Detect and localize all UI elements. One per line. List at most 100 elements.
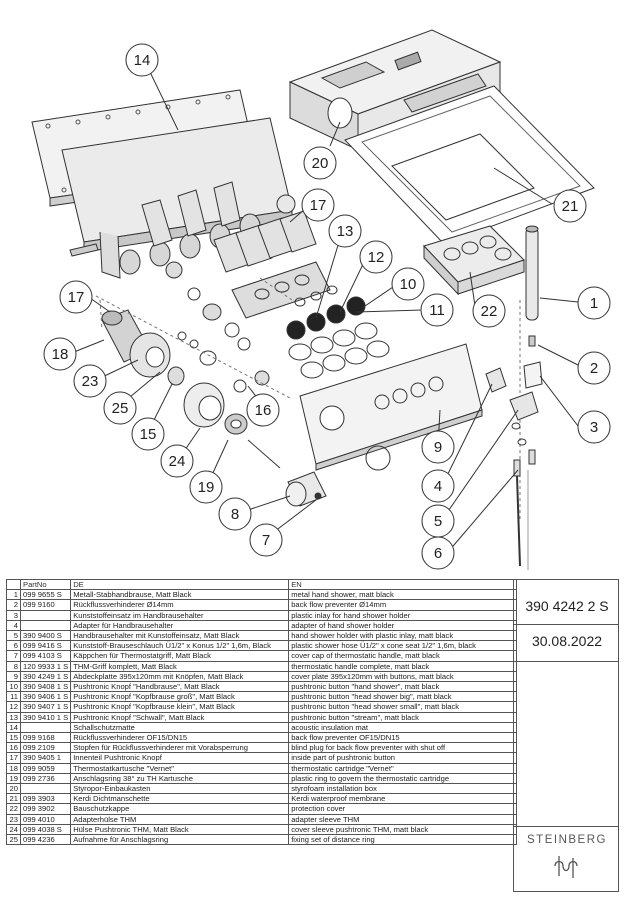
cell-en: hand shower holder with plastic inlay, m… <box>288 630 518 642</box>
cell-pos: 12 <box>6 701 21 713</box>
cell-de: Bauschutzkappe <box>70 803 290 815</box>
cell-de: Schallschutzmatte <box>70 721 290 734</box>
callout-21: 21 <box>553 189 587 223</box>
cell-partno: 390 4249 1 S <box>19 670 72 683</box>
part-21-kerdi-membrane <box>344 85 595 245</box>
cell-pos: 3 <box>6 609 21 621</box>
brand-logo-icon <box>554 856 578 878</box>
cell-pos: 14 <box>6 721 21 734</box>
cell-en: fixing set of distance ring <box>288 834 518 846</box>
cell-partno: 099 2109 <box>19 742 72 754</box>
callout-9: 9 <box>421 430 455 464</box>
callout-16: 16 <box>246 393 280 427</box>
cell-de: Abdeckplatte 395x120mm mit Knöpfen, Matt… <box>70 670 290 683</box>
svg-text:4: 4 <box>434 478 442 495</box>
cell-partno: 099 9160 <box>19 599 72 611</box>
brand-name: STEINBERG <box>527 834 607 846</box>
cell-partno: 390 9407 1 S <box>19 701 72 713</box>
cell-pos: 5 <box>6 630 21 642</box>
callout-25: 25 <box>103 391 137 425</box>
callout-19: 19 <box>189 470 223 504</box>
cell-partno: 099 3903 <box>19 793 72 805</box>
callout-14: 14 <box>125 43 159 77</box>
cell-de: Aufnahme für Anschlagsring <box>70 834 290 846</box>
cell-de: Rückflussverhinderer Ø14mm <box>70 599 290 611</box>
cell-pos: 11 <box>6 691 21 703</box>
cell-en: thermostatic cartridge "Vernet" <box>288 762 518 774</box>
cell-partno: 099 9059 <box>19 762 72 774</box>
cell-pos: 6 <box>6 640 21 652</box>
cell-partno <box>19 783 72 795</box>
cell-pos: 18 <box>6 762 21 774</box>
cell-de: Thermostatkartusche "Vernet" <box>70 762 290 774</box>
cell-partno: 390 9405 1 <box>19 752 72 764</box>
svg-text:10: 10 <box>400 276 417 293</box>
svg-text:3: 3 <box>590 419 598 436</box>
part-17-inside-parts <box>213 210 331 319</box>
cell-en: protection cover <box>288 803 518 815</box>
cell-en: pushtronic button "head shower small", m… <box>288 701 518 713</box>
cell-en: back flow preventer Ø14mm <box>288 599 518 611</box>
svg-text:13: 13 <box>337 223 354 240</box>
header-pos <box>6 578 21 591</box>
cell-en: styrofoam installation box <box>288 783 518 795</box>
cell-de: Innenteil Pushtronic Knopf <box>70 752 290 764</box>
cell-en: thermostatic handle complete, matt black <box>288 660 518 672</box>
cell-en: adapter of hand shower holder <box>288 619 518 632</box>
callout-1: 1 <box>577 286 611 320</box>
cell-en: cover plate 395x120mm with buttons, matt… <box>288 670 518 683</box>
cell-pos: 22 <box>6 803 21 815</box>
cell-partno: 120 9933 1 S <box>19 660 72 672</box>
svg-text:2: 2 <box>590 360 598 377</box>
callout-12: 12 <box>359 240 393 274</box>
cell-pos: 21 <box>6 793 21 805</box>
cell-en: pushtronic button "stream", matt black <box>288 711 518 723</box>
cell-partno: 390 9400 S <box>19 630 72 642</box>
thermostatic-group <box>101 309 327 507</box>
callout-20: 20 <box>303 146 337 180</box>
cell-de: THM-Griff komplett, Matt Black <box>70 660 290 672</box>
cell-partno: 099 4103 S <box>19 650 72 662</box>
cell-pos: 25 <box>6 834 21 846</box>
svg-text:21: 21 <box>562 198 579 215</box>
callout-5: 5 <box>421 504 455 538</box>
cell-en: adapter sleeve THM <box>288 813 518 825</box>
svg-text:17: 17 <box>310 197 327 214</box>
callout-8: 8 <box>218 497 252 531</box>
svg-text:18: 18 <box>52 346 69 363</box>
svg-text:17: 17 <box>68 289 85 306</box>
callout-11: 11 <box>420 293 454 327</box>
svg-text:24: 24 <box>169 453 186 470</box>
cell-pos: 2 <box>6 599 21 611</box>
cell-de: Pushtronic Knopf "Handbrause", Matt Blac… <box>70 681 290 693</box>
svg-text:5: 5 <box>434 513 442 530</box>
document-date: 30.08.2022 <box>531 633 603 649</box>
svg-text:8: 8 <box>231 506 239 523</box>
cell-partno: 390 9410 1 S <box>19 711 72 723</box>
cell-en: plastic ring to govern the thermostatic … <box>288 772 518 785</box>
cell-de: Pushtronic Knopf "Kopfbrause klein", Mat… <box>70 701 290 713</box>
cell-en: inside part of pushtronic button <box>288 752 518 764</box>
svg-text:7: 7 <box>262 532 270 549</box>
callout-18: 18 <box>43 337 77 371</box>
cell-en: plastic inlay for hand shower holder <box>288 609 518 621</box>
cell-en: plastic shower hose Ü1/2" x cone seat 1/… <box>288 640 518 652</box>
cell-de: Stopfen für Rückflussverhinderer mit Vor… <box>70 742 290 754</box>
cell-partno <box>19 619 72 632</box>
cell-en: back flow preventer OF15/DN15 <box>288 732 518 744</box>
title-divider <box>514 624 618 625</box>
svg-text:1: 1 <box>590 295 598 312</box>
